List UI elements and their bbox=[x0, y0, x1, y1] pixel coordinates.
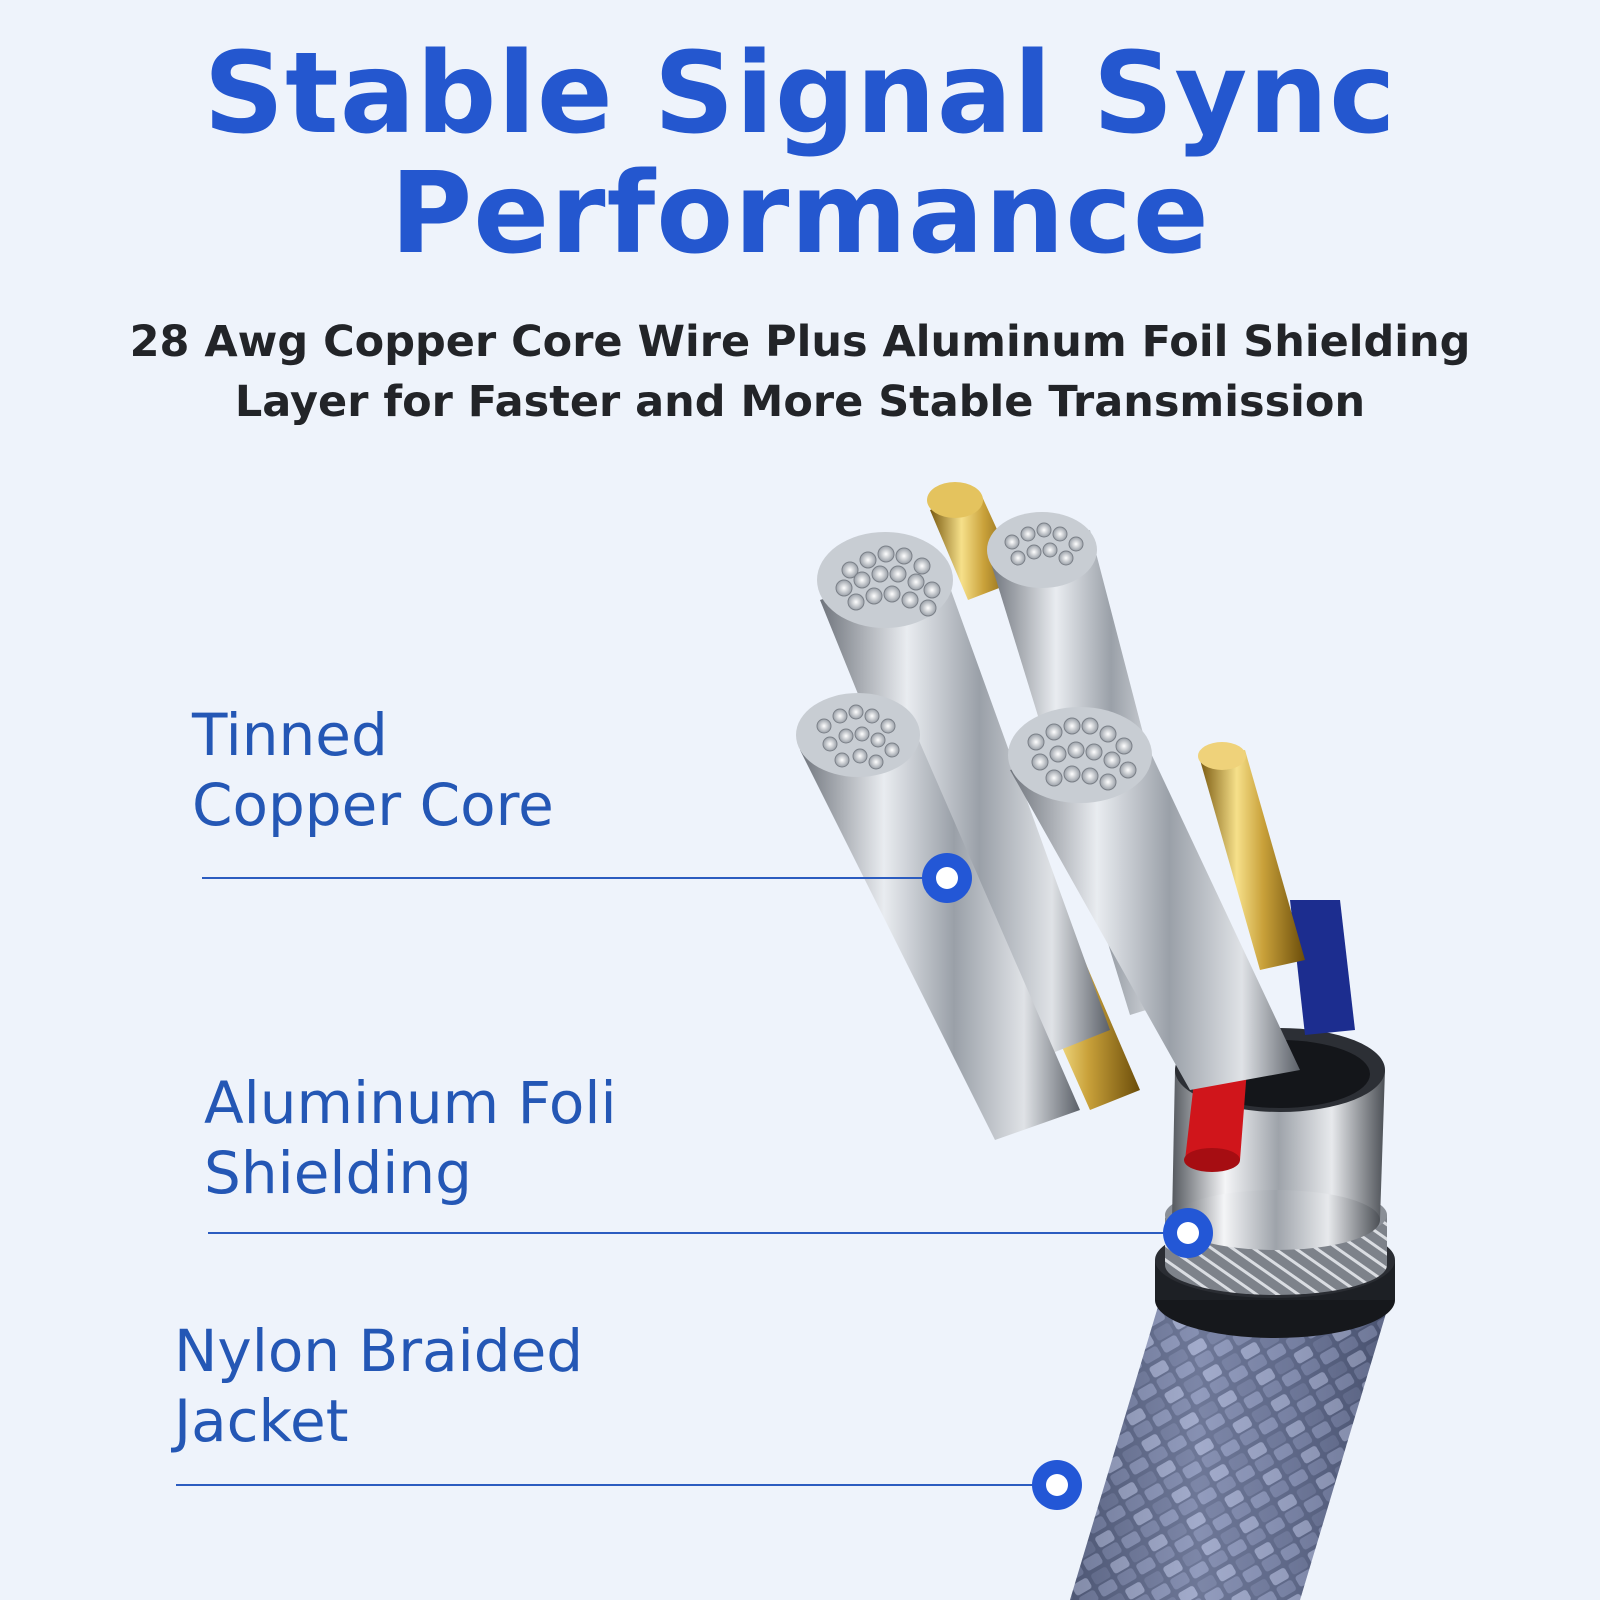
callout-label-line-2: Jacket bbox=[174, 1387, 349, 1455]
callout-label-line-1: Nylon Braided bbox=[174, 1317, 584, 1385]
callout-label-line-2: Copper Core bbox=[192, 771, 554, 839]
tinned-copper-strand-bundles bbox=[796, 512, 1300, 1140]
callout-label-aluminum-foil-shielding: Aluminum Foli Shielding bbox=[204, 1068, 617, 1208]
callout-label-tinned-copper-core: Tinned Copper Core bbox=[192, 700, 554, 840]
callout-marker-nylon-braided-jacket bbox=[1032, 1460, 1082, 1510]
headline: Stable Signal Sync Performance bbox=[0, 34, 1600, 274]
subheadline: 28 Awg Copper Core Wire Plus Aluminum Fo… bbox=[0, 312, 1600, 432]
cable-cross-section-illustration bbox=[796, 482, 1395, 1600]
subheadline-line-2: Layer for Faster and More Stable Transmi… bbox=[234, 377, 1366, 427]
callout-label-line-2: Shielding bbox=[204, 1139, 472, 1207]
callout-leader-line-aluminum-foil-shielding bbox=[208, 1232, 1188, 1234]
nylon-braided-jacket-shape bbox=[1070, 1300, 1390, 1600]
callout-marker-aluminum-foil-shielding bbox=[1163, 1208, 1213, 1258]
callout-label-line-1: Aluminum Foli bbox=[204, 1069, 617, 1137]
callout-label-nylon-braided-jacket: Nylon Braided Jacket bbox=[174, 1316, 583, 1456]
callout-leader-line-tinned-copper-core bbox=[202, 877, 947, 879]
callout-label-line-1: Tinned bbox=[192, 701, 388, 769]
headline-line-1: Stable Signal Sync bbox=[203, 29, 1397, 159]
headline-line-2: Performance bbox=[390, 149, 1210, 279]
subheadline-line-1: 28 Awg Copper Core Wire Plus Aluminum Fo… bbox=[129, 317, 1471, 367]
callout-leader-line-nylon-braided-jacket bbox=[176, 1484, 1056, 1486]
callout-marker-tinned-copper-core bbox=[922, 853, 972, 903]
